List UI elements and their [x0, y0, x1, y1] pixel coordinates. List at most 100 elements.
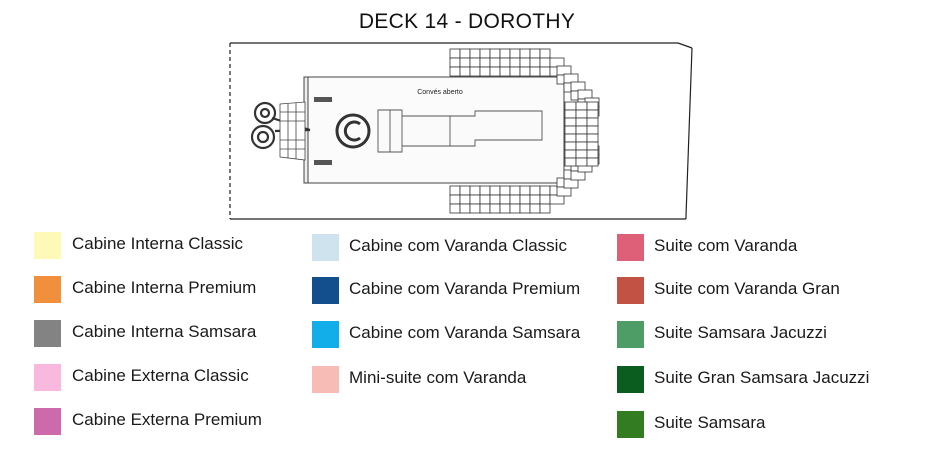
deck-grid-cell — [459, 57, 471, 68]
deck-grid-cell — [449, 48, 461, 59]
legend-swatch — [34, 232, 61, 259]
deck-grid-cell — [459, 48, 471, 59]
legend-swatch — [617, 321, 644, 348]
deck-grid-cell — [479, 194, 491, 205]
deck-plan: Convés aberto — [229, 42, 693, 220]
deck-grid-cell — [469, 66, 481, 77]
deck-grid-cell — [499, 203, 511, 214]
legend-swatch — [617, 366, 644, 393]
legend-swatch — [312, 321, 339, 348]
deck-grid-cell — [509, 66, 521, 77]
deck-grid-cell — [449, 57, 461, 68]
deck-grid-cell — [519, 203, 531, 214]
stern-deck-grid — [279, 101, 306, 161]
deck-grid-cell — [529, 194, 541, 205]
legend-label: Suite com Varanda — [654, 236, 798, 255]
deck-grid-cell — [586, 109, 599, 119]
legend-swatch — [617, 411, 644, 438]
deck-grid-cell — [499, 57, 511, 68]
deck-grid-cell — [586, 125, 599, 135]
deck-grid-cell — [499, 185, 511, 196]
deck-grid-cell — [586, 157, 599, 167]
deck-grid-cell — [539, 57, 551, 68]
deck-grid-cell — [459, 203, 471, 214]
deck-grid-cell — [575, 149, 588, 159]
deck-grid-cell — [469, 48, 481, 59]
legend-label: Cabine Externa Classic — [72, 366, 249, 385]
deck-grid-cell — [469, 185, 481, 196]
deck-grid-cell — [519, 48, 531, 59]
deck-grid-cell — [575, 125, 588, 135]
deck-grid-cell — [459, 66, 471, 77]
deck-grid-cell — [459, 185, 471, 196]
deck-grid-cell — [539, 66, 551, 77]
deck-grid-cell — [586, 117, 599, 127]
deck-grid-cell — [489, 194, 501, 205]
legend-label: Cabine Interna Premium — [72, 278, 257, 297]
open-deck-label: Convés aberto — [417, 89, 463, 96]
legend-label: Cabine Externa Premium — [72, 410, 262, 429]
legend-label: Cabine com Varanda Classic — [349, 236, 567, 255]
deck-grid-cell — [586, 141, 599, 151]
deck-grid-cell — [586, 149, 599, 159]
legend-label: Suite com Varanda Gran — [654, 279, 840, 298]
central-structure — [377, 109, 543, 153]
deck-grid-cell — [489, 203, 501, 214]
deck-grid-cell — [479, 57, 491, 68]
deck-grid-cell — [529, 185, 541, 196]
deck-grid-cell — [539, 48, 551, 59]
legend-label: Suite Samsara Jacuzzi — [654, 323, 827, 342]
deck-grid-cell — [519, 66, 531, 77]
deck-grid-cell — [469, 57, 481, 68]
deck-grid-cell — [469, 194, 481, 205]
legend-label: Cabine Interna Classic — [72, 234, 244, 253]
ship-logo-icon — [335, 113, 371, 149]
deck-grid-cell — [479, 203, 491, 214]
deck-grid-cell — [575, 109, 588, 119]
legend-label: Suite Gran Samsara Jacuzzi — [654, 368, 870, 387]
legend-label: Cabine com Varanda Samsara — [349, 323, 581, 342]
legend-swatch — [34, 276, 61, 303]
deck-grid-cell — [564, 125, 577, 135]
legend-label: Mini-suite com Varanda — [349, 368, 527, 387]
deck-grid-cell — [449, 194, 461, 205]
deck-grid-cell — [489, 66, 501, 77]
deck-grid-cell — [564, 149, 577, 159]
deck-grid-cell — [529, 203, 541, 214]
deck-grid-cell — [575, 157, 588, 167]
deck-grid-cell — [509, 194, 521, 205]
deck-grid-cell — [479, 185, 491, 196]
deck-grid-cell — [529, 48, 541, 59]
deck-grid-cell — [519, 185, 531, 196]
deck-grid-cell — [564, 157, 577, 167]
deck-grid-cell — [489, 48, 501, 59]
deck-grid-cell — [564, 101, 577, 111]
deck-grid-cell — [479, 66, 491, 77]
deck-grid-cell — [449, 66, 461, 77]
deck-grid-cell — [575, 141, 588, 151]
deck-grid-cell — [529, 57, 541, 68]
page-title: DECK 14 - DOROTHY — [358, 10, 576, 33]
legend-swatch — [617, 234, 644, 261]
deck-grid-cell — [509, 57, 521, 68]
deck-grid-cell — [564, 109, 577, 119]
legend-label: Suite Samsara — [654, 413, 766, 432]
legend-label: Cabine com Varanda Premium — [349, 279, 581, 298]
deck-grid-cell — [509, 203, 521, 214]
legend-swatch — [312, 366, 339, 393]
deck-grid-cell — [564, 133, 577, 143]
deck-grid-cell — [509, 48, 521, 59]
deck-grid-cell — [479, 48, 491, 59]
legend-swatch — [34, 364, 61, 391]
deck-grid-cell — [449, 185, 461, 196]
deck-grid-cell — [564, 141, 577, 151]
vent-marks — [314, 97, 332, 165]
deck-grid-cell — [539, 194, 551, 205]
deck-grid-cell — [586, 133, 599, 143]
legend-swatch — [34, 320, 61, 347]
deck-grid-cell — [449, 203, 461, 214]
deck-grid-cell — [575, 133, 588, 143]
deck-grid-cell — [586, 101, 599, 111]
deck-grid-cell — [489, 57, 501, 68]
deck-grid-cell — [489, 185, 501, 196]
